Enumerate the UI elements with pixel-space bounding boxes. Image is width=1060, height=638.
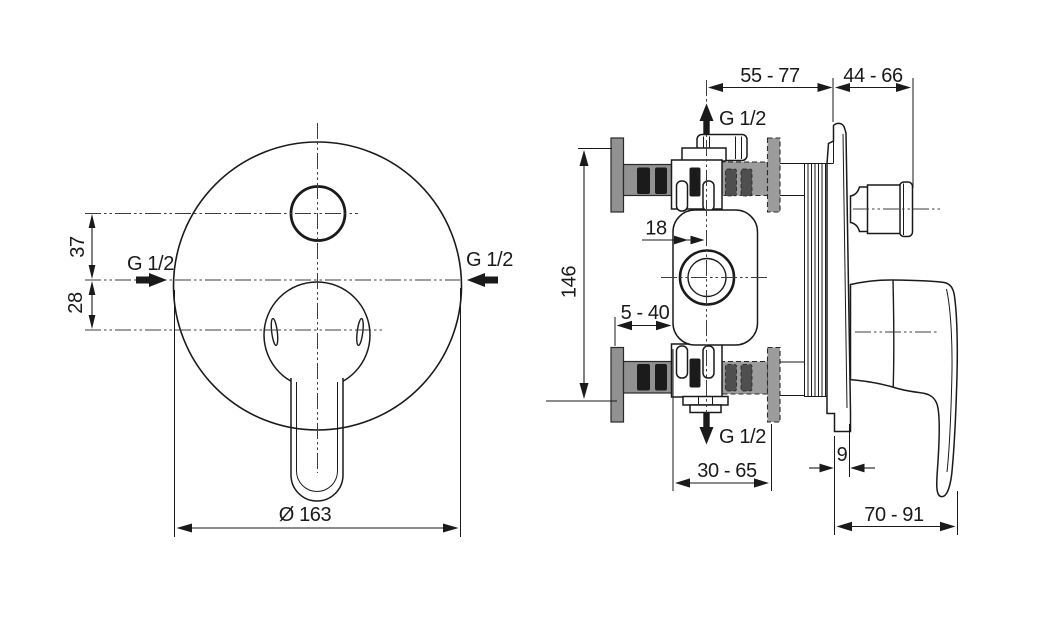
dimension-28: 28 xyxy=(65,281,96,329)
flow-arrow-right-icon xyxy=(467,273,485,287)
port-bottom-label: G 1/2 xyxy=(719,426,766,448)
dimension-18: 18 xyxy=(642,218,705,245)
dim-146-label: 146 xyxy=(559,266,581,298)
mounting-rail-bottom xyxy=(610,346,804,423)
dim-18-label: 18 xyxy=(645,218,667,240)
lever-handle-side xyxy=(849,279,959,498)
dim-37-label: 37 xyxy=(67,236,89,258)
knob-slit-right xyxy=(356,317,364,347)
port-bottom: G 1/2 xyxy=(699,413,767,448)
knob-slit-left xyxy=(270,317,279,347)
port-top: G 1/2 xyxy=(699,103,767,135)
dimension-30-65: 30 - 65 xyxy=(672,349,772,491)
port-left: G 1/2 xyxy=(127,253,175,287)
handle-stem-front xyxy=(290,378,344,502)
dimension-44-66: 44 - 66 xyxy=(835,65,914,188)
valve-bracket-top xyxy=(670,159,723,212)
top-fitting xyxy=(681,133,748,162)
extension-sleeve-ribs xyxy=(804,163,827,397)
port-top-label: G 1/2 xyxy=(719,108,766,130)
dimension-5-40: 5 - 40 xyxy=(614,302,672,346)
dim-5-40-label: 5 - 40 xyxy=(621,302,670,324)
dim-44-66-label: 44 - 66 xyxy=(843,65,903,87)
flow-arrow-up-icon xyxy=(699,103,714,121)
dim-30-65-label: 30 - 65 xyxy=(697,460,757,482)
dim-55-77-label: 55 - 77 xyxy=(740,65,800,87)
side-view: 55 - 77 44 - 66 G 1/2 G 1/2 xyxy=(546,65,959,535)
dim-9-label: 9 xyxy=(837,444,848,466)
dimension-146: 146 xyxy=(546,148,617,402)
mounting-rail-top xyxy=(610,137,804,213)
port-right: G 1/2 xyxy=(466,249,514,287)
dim-28-label: 28 xyxy=(65,292,87,314)
valve-bracket-bottom xyxy=(670,343,729,414)
flow-arrow-down-icon xyxy=(699,427,714,445)
dimension-9: 9 xyxy=(809,424,875,535)
dimension-diameter: Ø 163 xyxy=(174,288,461,537)
flow-arrow-left-icon xyxy=(149,273,167,287)
port-left-label: G 1/2 xyxy=(127,253,174,275)
handle-stem-inner-line xyxy=(296,382,338,492)
dim-diameter-label: Ø 163 xyxy=(279,504,332,526)
wall-escutcheon xyxy=(826,122,852,433)
dimension-37: 37 xyxy=(67,214,96,279)
dim-70-91-label: 70 - 91 xyxy=(864,504,924,526)
dimension-55-77: 55 - 77 xyxy=(708,65,834,122)
port-right-label: G 1/2 xyxy=(466,249,513,271)
spout-outlet xyxy=(849,181,914,238)
front-view: 37 28 G 1/2 G 1/2 Ø 163 xyxy=(65,123,514,537)
dimension-70-91: 70 - 91 xyxy=(836,491,958,535)
